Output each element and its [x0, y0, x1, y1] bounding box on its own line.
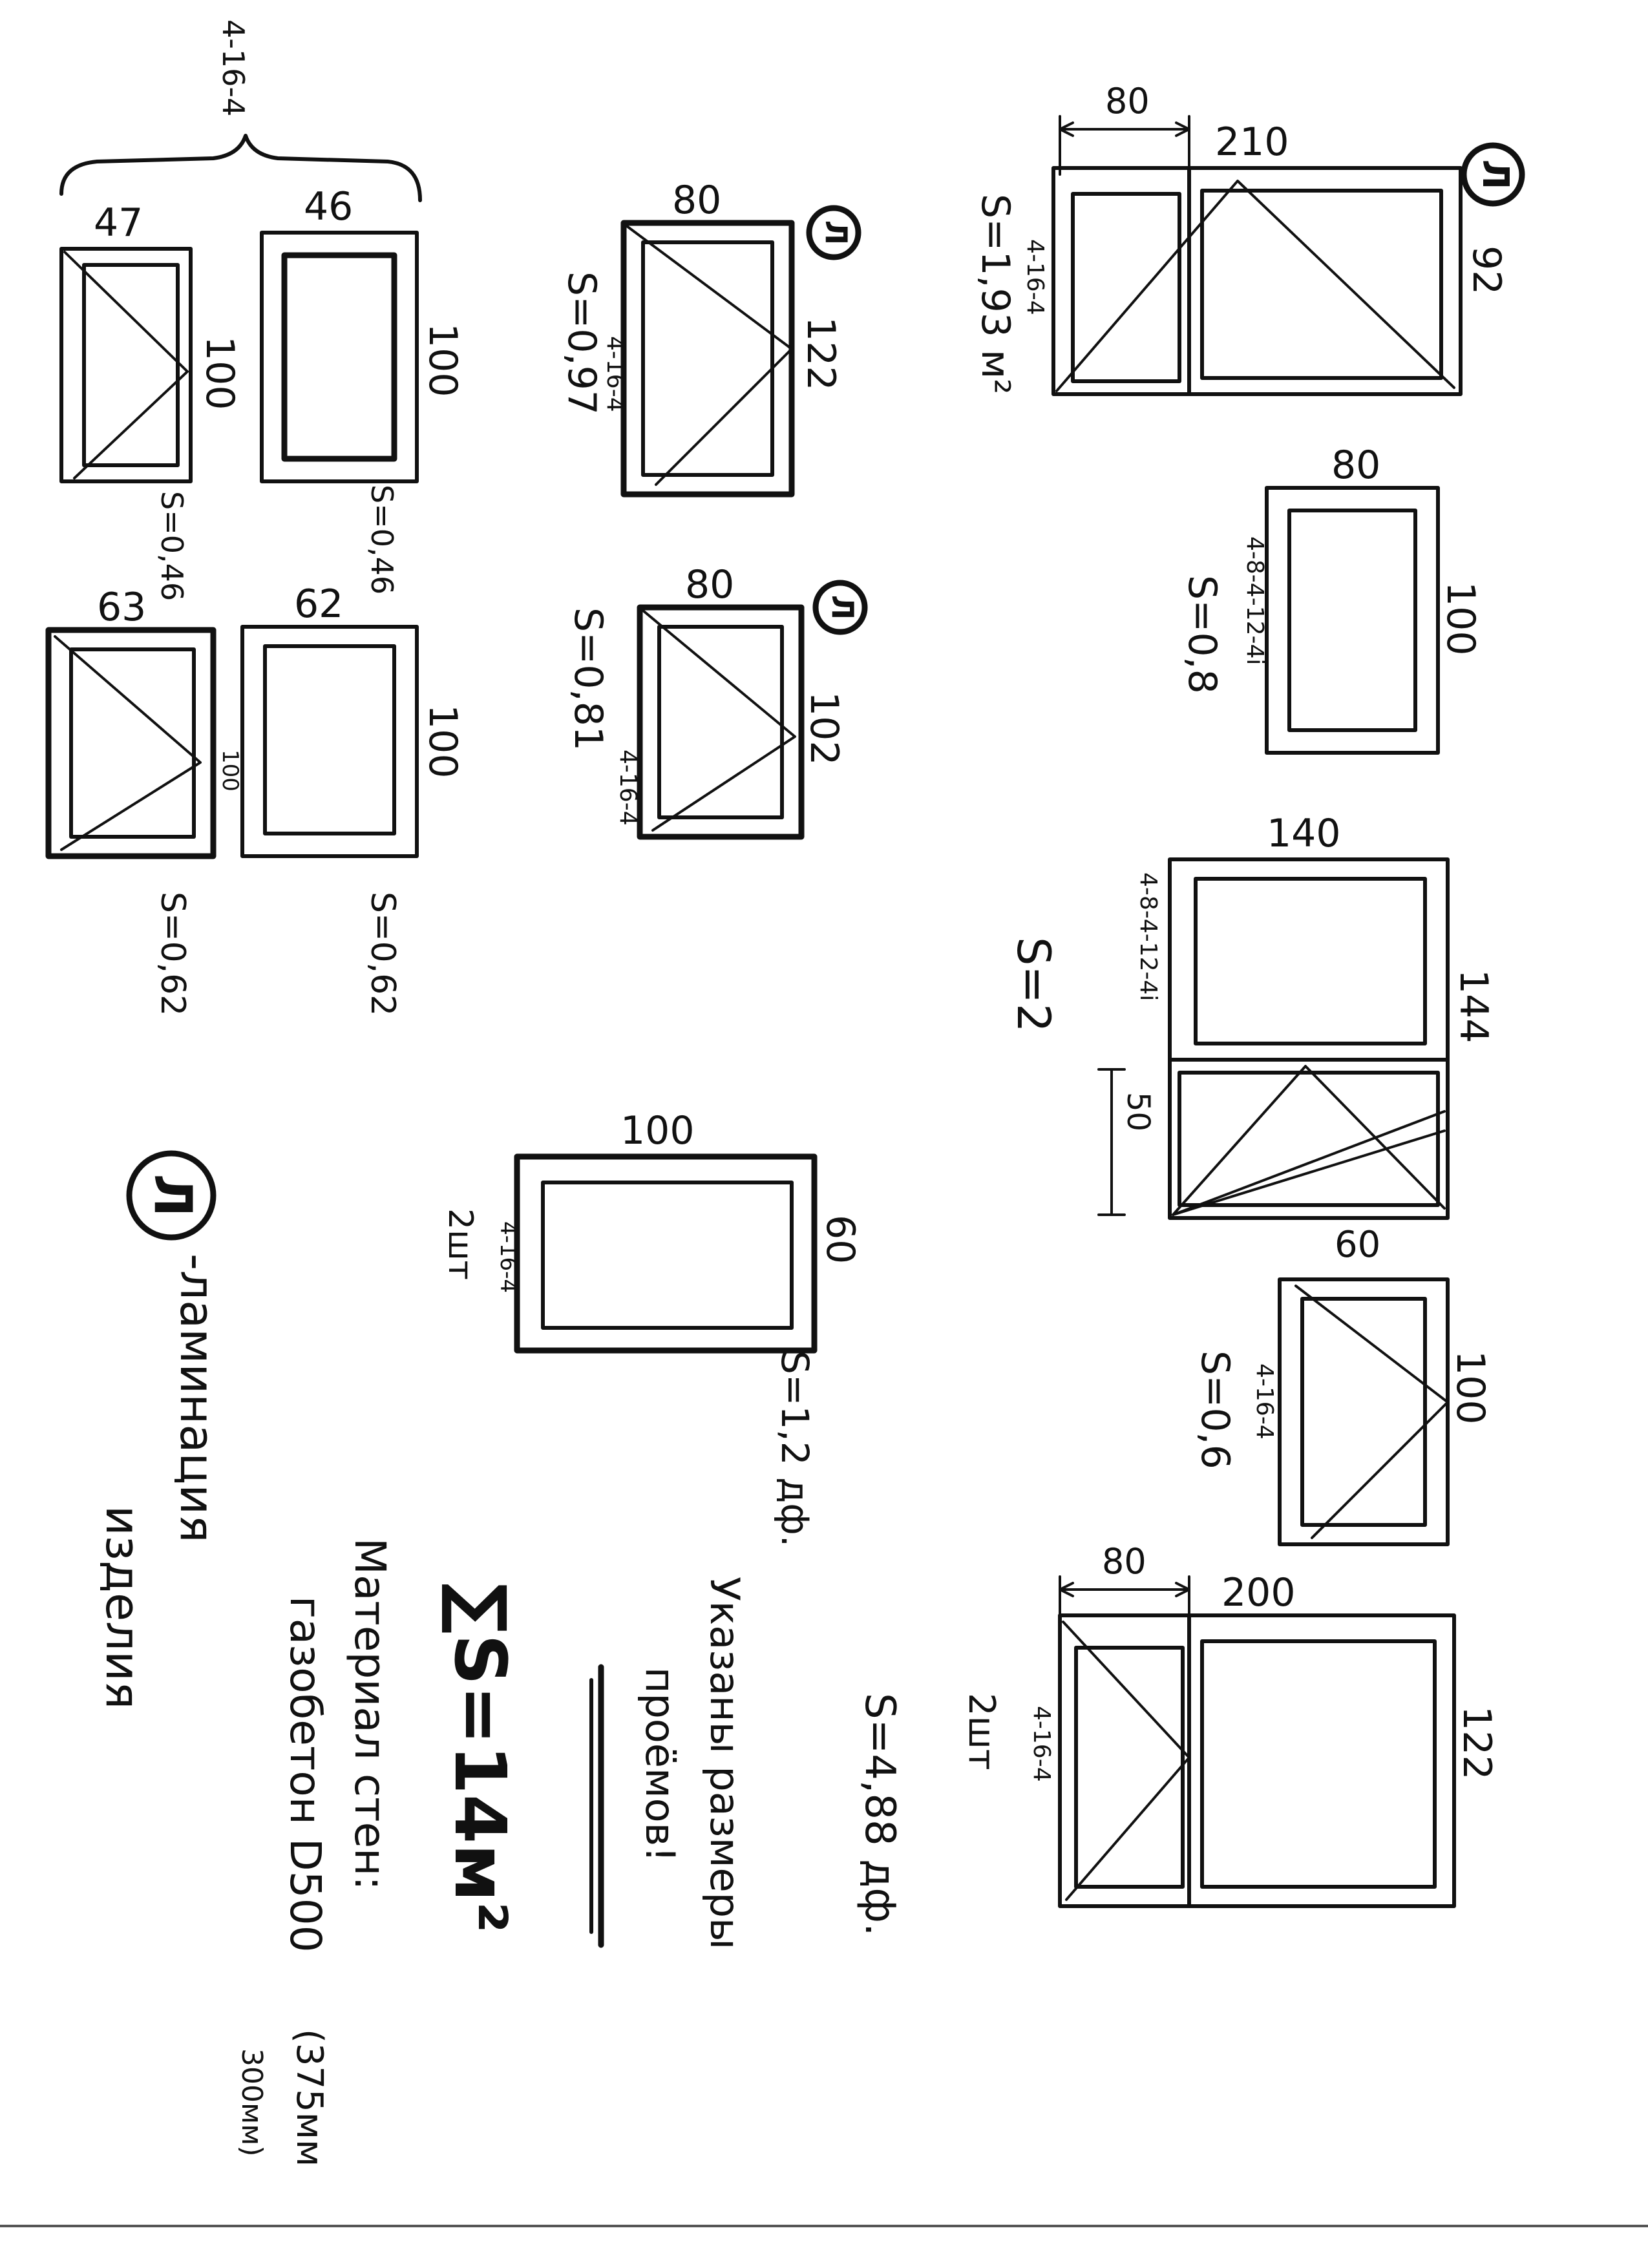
w200-area: S=4,88 дф. — [856, 1693, 903, 1936]
w200-width: 200 — [1221, 1570, 1296, 1615]
w80a-lamination-mark: Л — [819, 220, 854, 245]
window-100x60: 100 60 S=1,2 дф. 4-16-4 2шт — [441, 1108, 863, 1547]
glass-group-label: 4-16-4 — [216, 19, 251, 116]
w62-width: 62 — [294, 582, 343, 627]
w100-height: 60 — [818, 1215, 863, 1264]
w60-area: S=0,6 — [1192, 1350, 1238, 1469]
w60-height: 100 — [1448, 1350, 1493, 1425]
w62-area: S=0,62 — [363, 892, 402, 1016]
w80c-glass: 4-8-4-12-4i — [1241, 536, 1268, 665]
w62-height: 100 — [420, 704, 465, 779]
w200-sash-width: 80 — [1102, 1541, 1146, 1582]
legend-line2: изделия — [96, 1506, 150, 1709]
w210-glass: 4-16-4 — [1022, 239, 1048, 315]
w80a-height: 122 — [798, 317, 843, 391]
w140-lower-height: 50 — [1120, 1092, 1156, 1131]
w47-width: 47 — [94, 200, 143, 246]
glass-group-brace: 4-16-4 — [59, 19, 422, 202]
material-line3: (375мм — [288, 2029, 330, 2167]
window-63x100: 63 100 S=0,62 — [45, 585, 243, 1016]
w47-area: S=0,46 — [154, 491, 189, 601]
wall-material-note: Материал стен: газобетон D500 (375мм 300… — [235, 1538, 395, 2167]
sizes-note-line1: Указаны размеры — [701, 1577, 748, 1949]
window-80x122: Л 80 122 S=0,97 4-16-4 — [559, 178, 861, 498]
material-line1: Материал стен: — [345, 1538, 395, 1891]
w100-qty: 2шт — [441, 1208, 480, 1280]
w200-qty: 2шт — [960, 1693, 1002, 1770]
w80c-width: 80 — [1331, 443, 1380, 488]
w63-width: 63 — [97, 585, 146, 630]
w63-height: 100 — [217, 750, 243, 792]
w80a-area: S=0,97 — [559, 271, 604, 415]
w210-width: 210 — [1215, 120, 1289, 165]
window-80x100: 80 100 S=0,8 4-8-4-12-4i — [1179, 443, 1483, 755]
sizes-note: Указаны размеры проёмов! — [589, 1577, 748, 1949]
window-210x92: Л 80 210 92 S=1,93 м² 4-16-4 — [973, 81, 1525, 396]
material-line2: газобетон D500 — [280, 1596, 330, 1953]
window-62x100: 62 100 S=0,62 — [240, 582, 465, 1016]
w80a-glass: 4-16-4 — [602, 336, 628, 412]
w200-height: 122 — [1454, 1706, 1499, 1780]
w47-height: 100 — [197, 336, 242, 410]
lamination-legend: Л -ламинация изделия — [96, 1150, 224, 1709]
w80b-height: 102 — [801, 691, 847, 766]
window-47x100: 47 100 S=0,46 — [59, 200, 242, 601]
legend-line1: -ламинация — [170, 1254, 224, 1543]
w80c-area: S=0,8 — [1179, 575, 1225, 694]
w80b-glass: 4-16-4 — [615, 750, 641, 826]
w60-width: 60 — [1335, 1224, 1380, 1266]
total-area: ∑S=14м² — [439, 1583, 522, 1933]
material-line4: 300мм) — [235, 2048, 268, 2157]
window-80x102: Л 80 102 S=0,81 4-16-4 — [565, 562, 868, 840]
w210-height: 92 — [1464, 246, 1509, 295]
w46-width: 46 — [304, 184, 353, 229]
w80b-area: S=0,81 — [565, 607, 611, 751]
legend-mark: Л — [143, 1174, 203, 1217]
w210-sash-width: 80 — [1105, 81, 1150, 121]
sizes-note-line2: проёмов! — [637, 1667, 684, 1862]
w80a-width: 80 — [672, 178, 721, 223]
window-60x100: 60 100 S=0,6 4-16-4 — [1192, 1224, 1493, 1546]
w100-glass: 4-16-4 — [495, 1221, 521, 1293]
w210-lamination-mark: Л — [1474, 160, 1516, 190]
w200-glass: 4-16-4 — [1028, 1706, 1055, 1782]
window-140x144: 140 144 50 S=2 4-8-4-12-4i — [1007, 811, 1496, 1220]
w80b-lamination-mark: Л — [825, 595, 860, 620]
w210-area: S=1,93 м² — [973, 194, 1018, 394]
w63-area: S=0,62 — [153, 892, 192, 1016]
w80b-width: 80 — [685, 562, 734, 607]
w140-glass: 4-8-4-12-4i — [1135, 872, 1161, 1001]
w140-height: 144 — [1451, 969, 1496, 1044]
w100-area: S=1,2 дф. — [773, 1350, 817, 1547]
w46-height: 100 — [420, 323, 465, 397]
w140-area: S=2 — [1007, 937, 1060, 1033]
window-46x100: 46 100 S=0,46 — [260, 184, 465, 594]
w80c-height: 100 — [1438, 582, 1483, 656]
w60-glass: 4-16-4 — [1251, 1363, 1278, 1440]
window-200x122: 80 200 122 S=4,88 дф. 2шт 4-16-4 — [856, 1541, 1499, 1936]
w100-width: 100 — [620, 1108, 695, 1153]
w140-width: 140 — [1267, 811, 1341, 856]
w46-area: S=0,46 — [364, 485, 399, 594]
